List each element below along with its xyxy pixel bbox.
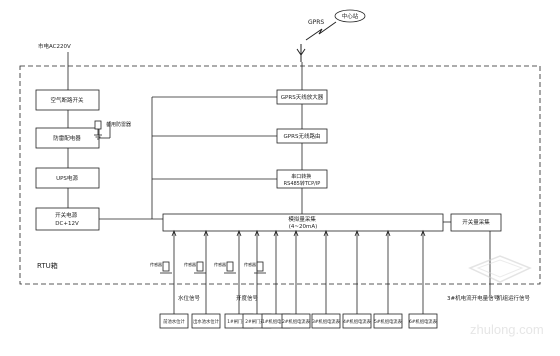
device-label: 2#闸门开度: [245, 318, 269, 325]
valve-signal-label: 开度信号: [236, 294, 259, 302]
device-box: [311, 313, 341, 329]
svg-text:传感器: 传感器: [244, 261, 256, 267]
antenna-icon: [296, 44, 306, 62]
rtu-enclosure: [19, 65, 541, 285]
ups-box: UPS电源: [35, 167, 100, 189]
device-label: 5#机组电流表: [374, 318, 403, 325]
arrow-up-icon: [354, 229, 360, 237]
svg-text:UPS电源: UPS电源: [56, 174, 78, 182]
surge-arrester-icon: [94, 120, 111, 140]
gprs-amplifier-box: GPRS天线放大器: [276, 89, 328, 105]
gprs-label: GPRS: [308, 19, 324, 26]
arrow-up-icon: [236, 229, 242, 237]
svg-text:传感器: 传感器: [150, 261, 162, 267]
svg-text:防雷配电器: 防雷配电器: [53, 134, 81, 142]
arrow-up-icon: [203, 229, 209, 237]
device-label: 1#机组电流表: [262, 318, 291, 325]
level-signal-label: 水位信号: [178, 294, 201, 302]
center-station-label: 中心站: [342, 12, 359, 20]
svg-text:模拟量采集 (4~20mA): 模拟量采集 (4~20mA): [288, 215, 317, 230]
device-box: [373, 313, 403, 329]
arrow-up-icon: [273, 229, 279, 237]
svg-text:GPRS无线路由: GPRS无线路由: [284, 132, 321, 140]
device-label: 4#机组电流表: [343, 318, 372, 325]
switch-acquisition-box: 开关量采集: [450, 213, 502, 232]
rtu-label: RTU箱: [37, 261, 58, 270]
device-label: 1#闸门开度: [227, 318, 251, 325]
arrow-up-icon: [171, 229, 177, 237]
device-label: 3#机组电流表: [312, 318, 341, 325]
device-label: 6#机组电流表: [409, 318, 438, 325]
power-input-label: 市电AC220V: [38, 42, 71, 50]
device-box: [281, 313, 311, 329]
svg-text:GPRS天线放大器: GPRS天线放大器: [281, 93, 324, 101]
breaker-box: 空气断路开关: [35, 89, 100, 111]
device-box: [408, 313, 438, 329]
device-label: 前池水位计: [163, 318, 185, 325]
svg-text:传感器: 传感器: [184, 261, 196, 267]
pump-current-signal-label: 3#机电流开电量信号: [447, 294, 500, 302]
device-label: 出水池水位计: [193, 318, 219, 325]
surge-protector-box: 防雷配电器: [35, 127, 100, 149]
gprs-router-box: GPRS无线路由: [276, 128, 328, 144]
device-box: [191, 313, 221, 329]
analog-acquisition-bus: 模拟量采集 (4~20mA): [162, 213, 444, 232]
device-box: [342, 313, 372, 329]
svg-text:zhulong.com: zhulong.com: [470, 322, 544, 337]
sensor-icon: 传感器: [244, 261, 266, 274]
svg-text:传感器: 传感器: [214, 261, 226, 267]
svg-text:开关量采集: 开关量采集: [462, 218, 490, 226]
surge-note: 备用防雷器: [106, 121, 131, 128]
svg-text:开关电源 DC+12V: 开关电源 DC+12V: [55, 211, 79, 227]
arrow-up-icon: [323, 229, 329, 237]
sensor-icon: 传感器: [150, 261, 172, 274]
wireless-link-icon: [305, 21, 337, 41]
center-station-node: [334, 9, 366, 23]
svg-text:串口转换 RS485转TCP/IP: 串口转换 RS485转TCP/IP: [284, 173, 321, 187]
watermark-logo: zhulong.com: [468, 255, 544, 337]
sensor-icon: 传感器: [184, 261, 206, 274]
serial-converter-box: 串口转换 RS485转TCP/IP: [276, 169, 328, 189]
power-supply-box: 开关电源 DC+12V: [35, 207, 100, 231]
arrow-up-icon: [254, 229, 260, 237]
arrow-up-icon: [293, 229, 299, 237]
device-box: [159, 313, 189, 329]
sensor-icon: 传感器: [214, 261, 236, 274]
svg-text:空气断路开关: 空气断路开关: [50, 96, 84, 104]
pump-run-signal-label: 机组运行信号: [497, 294, 531, 302]
arrow-up-icon: [420, 229, 426, 237]
device-label: 2#机组电流表: [282, 318, 311, 325]
arrow-up-icon: [385, 229, 391, 237]
